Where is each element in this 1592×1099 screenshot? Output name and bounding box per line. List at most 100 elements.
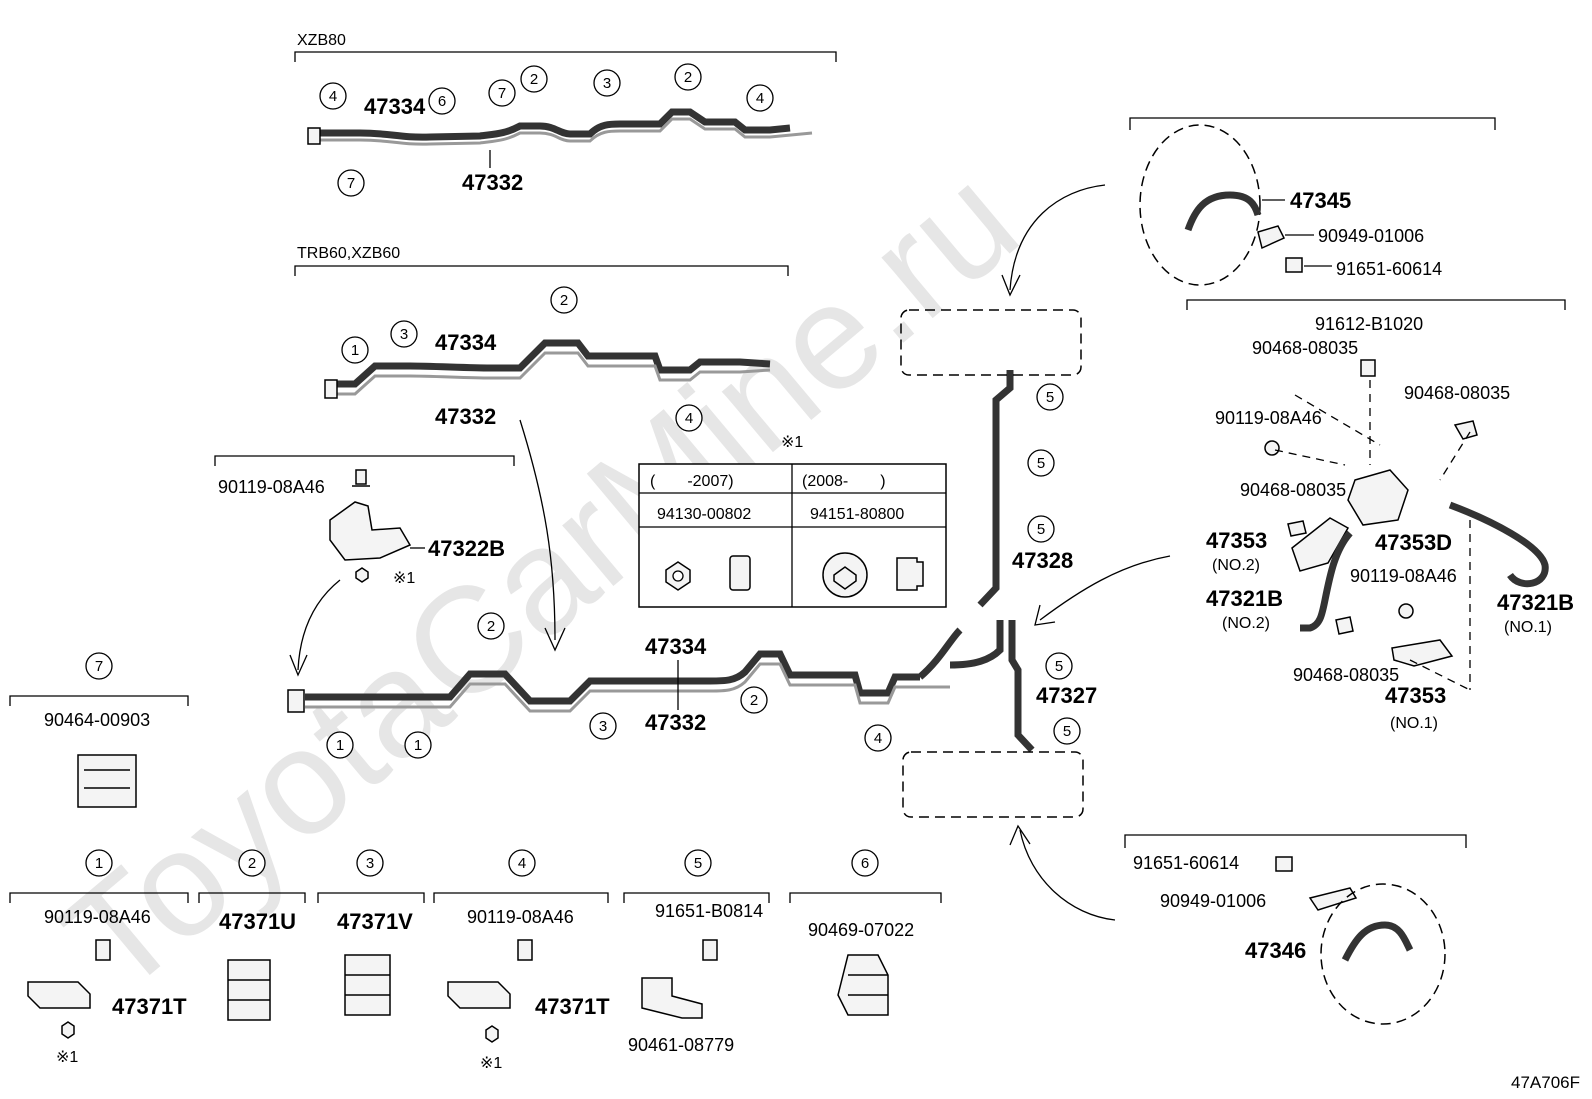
main-pipe-lower <box>305 662 950 713</box>
bracket-47353 <box>1186 299 1566 310</box>
callouts-5: 5 5 5 5 5 <box>1027 383 1081 745</box>
note-mark-47322b: ※1 <box>393 570 415 587</box>
bracket-47345 <box>1129 117 1496 130</box>
group-label-xzb80: XZB80 <box>297 32 346 49</box>
dashed-box-upper <box>900 309 1082 376</box>
svg-text:1: 1 <box>414 737 422 754</box>
label-47321b-no1: 47321B <box>1497 590 1574 615</box>
callout-circle <box>319 82 347 110</box>
main-pipe-upper <box>305 650 920 705</box>
svg-text:5: 5 <box>1037 455 1045 472</box>
hose-47345 <box>1184 191 1262 232</box>
label-90468-a: 90468-08035 <box>1252 338 1358 358</box>
bolt-91651-b0814 <box>702 939 718 961</box>
svg-text:4: 4 <box>874 730 882 747</box>
note-col1-part: 94130-00802 <box>657 506 751 523</box>
flex-hose-right <box>949 620 1004 669</box>
diagram-code: 47A706F <box>1511 1073 1580 1092</box>
svg-text:3: 3 <box>366 855 374 872</box>
label-47322b: 47322B <box>428 536 505 561</box>
pipe-47327 <box>1008 620 1035 753</box>
pipe-trb60-upper <box>330 339 771 388</box>
svg-text:1: 1 <box>351 342 359 359</box>
label-47353-no2-suffix: (NO.2) <box>1212 557 1260 574</box>
dashed-guides-upper <box>1274 380 1471 481</box>
clamp-1-callout <box>85 849 113 877</box>
label-90468-c: 90468-08035 <box>1240 480 1346 500</box>
note-table: ( -2007) (2008- ) 94130-00802 94151-8080… <box>638 463 947 608</box>
arrow-47346 <box>1019 829 1116 921</box>
clamp-47371t-a <box>27 981 91 1009</box>
pipe-xzb80-upper <box>315 108 791 141</box>
bracket-90461-icon <box>641 977 703 1019</box>
svg-text:3: 3 <box>400 326 408 343</box>
label-47334-xzb80: 47334 <box>364 94 426 119</box>
svg-text:5: 5 <box>1055 658 1063 675</box>
label-91651-bottom: 91651-60614 <box>1133 853 1239 873</box>
svg-text:4: 4 <box>756 90 764 107</box>
svg-text:4: 4 <box>685 410 693 427</box>
arrow-47322b <box>297 579 341 671</box>
group-bracket-xzb80 <box>294 51 837 62</box>
svg-text:6: 6 <box>861 855 869 872</box>
label-90119-clamp4: 90119-08A46 <box>467 907 574 927</box>
label-91612: 91612-B1020 <box>1315 314 1423 334</box>
label-47321b-no2-suffix: (NO.2) <box>1222 615 1270 632</box>
callouts-xzb80: 4 6 7 2 3 2 4 7 <box>319 63 774 197</box>
clamp-90464-icon <box>77 754 137 808</box>
label-47328: 47328 <box>1012 548 1073 573</box>
group-bracket-trb60 <box>294 265 789 276</box>
label-90468-b: 90468-08035 <box>1404 383 1510 403</box>
fitting-trb60 <box>324 379 338 399</box>
svg-text:5: 5 <box>1037 521 1045 538</box>
svg-text:3: 3 <box>603 75 611 92</box>
bracket-47353d <box>1347 469 1409 526</box>
nut-note <box>355 567 369 583</box>
bolt-91651-top <box>1285 257 1303 273</box>
callouts-main: 1 1 2 3 2 4 <box>326 612 892 759</box>
nut-clamp1 <box>61 1021 75 1039</box>
clamp-47371v-icon <box>344 954 391 1016</box>
arrow-trb60-to-main <box>519 419 556 641</box>
clamp-47371u-icon <box>227 959 271 1021</box>
note-mark-clamp4: ※1 <box>480 1055 502 1072</box>
label-47371t-a: 47371T <box>112 994 187 1019</box>
flex-hose-left <box>917 627 963 680</box>
label-90469: 90469-07022 <box>808 920 914 940</box>
svg-text:2: 2 <box>487 618 495 635</box>
bolt-clamp4 <box>517 939 533 961</box>
label-90468-d: 90468-08035 <box>1293 665 1399 685</box>
label-47346: 47346 <box>1245 938 1306 963</box>
label-90119-b: 90119-08A46 <box>1215 408 1322 428</box>
label-47332-main: 47332 <box>645 710 706 735</box>
clamp-5-callout <box>684 849 712 877</box>
bracket-47322b <box>214 455 515 466</box>
bolt-91612 <box>1360 359 1376 377</box>
svg-text:7: 7 <box>347 175 355 192</box>
svg-text:6: 6 <box>438 93 446 110</box>
svg-text:4: 4 <box>518 855 526 872</box>
clamp-90469-icon <box>837 954 889 1016</box>
svg-text:2: 2 <box>248 855 256 872</box>
main-fitting <box>287 689 305 713</box>
clip-90468-c <box>1287 520 1307 537</box>
label-90119-c: 90119-08A46 <box>1350 566 1457 586</box>
pipe-xzb80-lower <box>315 117 813 146</box>
svg-text:2: 2 <box>684 69 692 86</box>
hose-47346 <box>1341 921 1414 962</box>
svg-text:7: 7 <box>498 85 506 102</box>
label-47334-trb60: 47334 <box>435 330 497 355</box>
label-47332-trb60: 47332 <box>435 404 496 429</box>
bracket-47353-no1 <box>1391 639 1454 667</box>
label-91651-top: 91651-60614 <box>1336 259 1442 279</box>
svg-text:1: 1 <box>95 855 103 872</box>
hose-47321b-no1 <box>1448 501 1549 588</box>
clamp-3-callout <box>356 849 384 877</box>
bolt-90119-a <box>352 469 370 487</box>
dashed-guides-lower <box>1409 520 1471 691</box>
label-47371u: 47371U <box>219 909 296 934</box>
svg-text:4: 4 <box>329 88 337 105</box>
label-47371v: 47371V <box>337 909 413 934</box>
